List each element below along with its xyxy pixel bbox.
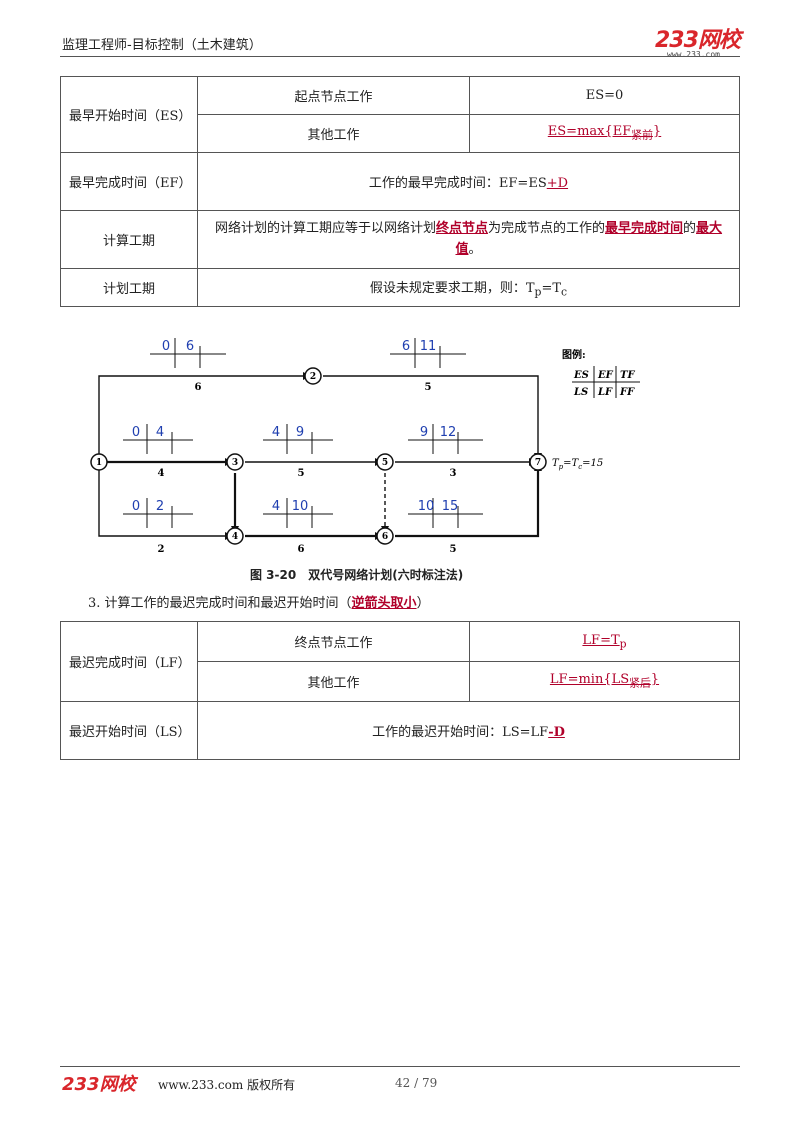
node-2-label: 2 bbox=[310, 372, 316, 382]
ef-6-7: 15 bbox=[442, 499, 459, 514]
node-1 bbox=[90, 453, 108, 471]
es-4-6: 4 bbox=[272, 499, 280, 514]
es-start-value: ES=0 bbox=[469, 76, 740, 115]
header-title: 监理工程师-目标控制（土木建筑） bbox=[62, 38, 262, 53]
ef-3-5: 9 bbox=[296, 425, 304, 440]
dur-2-7: 5 bbox=[425, 382, 432, 393]
node-6 bbox=[376, 527, 394, 545]
ls-label: 最迟开始时间（LS） bbox=[60, 701, 198, 760]
ef-5-7: 12 bbox=[440, 425, 457, 440]
late-times-table: 最迟完成时间（LF） 终点节点工作 LF=Tp 其他工作 LF=min{LS紧后… bbox=[60, 621, 740, 760]
ef-1-2: 6 bbox=[186, 339, 194, 354]
ef-label: 最早完成时间（EF） bbox=[60, 152, 198, 211]
node-3 bbox=[226, 453, 244, 471]
early-times-table: 最早开始时间（ES） 起点节点工作 ES=0 其他工作 ES=max{EF紧前}… bbox=[60, 76, 740, 307]
legend-tf: TF bbox=[620, 370, 635, 381]
tc-label: 计算工期 bbox=[60, 210, 198, 269]
footer-site[interactable]: www.233.com 版权所有 bbox=[158, 1078, 296, 1092]
dur-6-7: 5 bbox=[450, 544, 457, 555]
dur-1-4: 2 bbox=[158, 544, 165, 555]
network-diagram: 1 2 3 4 5 6 7 6 5 4 5 3 2 6 5 0 6 6 11 0… bbox=[90, 338, 640, 555]
node-3-label: 3 bbox=[232, 458, 238, 468]
es-1-3: 0 bbox=[132, 425, 140, 440]
tp-text: 假设未规定要求工期，则：Tp=Tc bbox=[197, 268, 740, 307]
legend-ff: FF bbox=[619, 387, 635, 398]
node-2 bbox=[304, 367, 322, 385]
node-1-label: 1 bbox=[96, 458, 102, 468]
es-1-4: 0 bbox=[132, 499, 140, 514]
legend-es: ES bbox=[573, 370, 589, 381]
node-5 bbox=[376, 453, 394, 471]
ls-formula: 工作的最迟开始时间：LS=LF-D bbox=[197, 701, 740, 760]
footer-logo[interactable]: 233网校 bbox=[62, 1074, 136, 1095]
es-1-2: 0 bbox=[162, 339, 170, 354]
dur-4-6: 6 bbox=[298, 544, 305, 555]
ef-formula: 工作的最早完成时间：EF=ES+D bbox=[197, 152, 740, 211]
node-6-label: 6 bbox=[382, 532, 388, 542]
node-4 bbox=[226, 527, 244, 545]
node-7-label: 7 bbox=[535, 458, 541, 468]
ef-1-4: 2 bbox=[156, 499, 164, 514]
node-5-label: 5 bbox=[382, 458, 388, 468]
lf-end-node: 终点节点工作 bbox=[197, 621, 470, 662]
es-other-value: ES=max{EF紧前} bbox=[469, 114, 740, 153]
tp-label: 计划工期 bbox=[60, 268, 198, 307]
node-7 bbox=[529, 453, 547, 471]
es-other: 其他工作 bbox=[197, 114, 470, 153]
legend-lf: LF bbox=[597, 387, 613, 398]
figure-caption: 图 3-20 双代号网络计划(六时标注法) bbox=[250, 568, 464, 582]
ef-4-6: 10 bbox=[292, 499, 309, 514]
logo-url: www.233.com bbox=[667, 50, 720, 59]
node-4-label: 4 bbox=[232, 532, 238, 542]
lf-other: 其他工作 bbox=[197, 661, 470, 702]
dur-1-3: 4 bbox=[158, 468, 165, 479]
lf-other-value: LF=min{LS紧后} bbox=[469, 661, 740, 702]
dur-3-5: 5 bbox=[298, 468, 305, 479]
es-6-7: 10 bbox=[418, 499, 435, 514]
legend-ef: EF bbox=[597, 370, 614, 381]
footer-divider bbox=[60, 1066, 740, 1067]
lf-end-value: LF=Tp bbox=[469, 621, 740, 662]
legend-ls: LS bbox=[573, 387, 588, 398]
es-2-7: 6 bbox=[402, 339, 410, 354]
legend-grid bbox=[572, 366, 640, 398]
page-number: 42 / 79 bbox=[395, 1076, 438, 1090]
legend-title: 图例: bbox=[562, 348, 586, 361]
es-3-5: 4 bbox=[272, 425, 280, 440]
brand-logo[interactable]: 233网校 www.233.com bbox=[655, 22, 741, 59]
ef-2-7: 11 bbox=[420, 339, 437, 354]
section-3-heading: 3. 计算工作的最迟完成时间和最迟开始时间（逆箭头取小） bbox=[88, 596, 430, 611]
dur-5-7: 3 bbox=[450, 468, 457, 479]
dur-1-2: 6 bbox=[195, 382, 202, 393]
es-label: 最早开始时间（ES） bbox=[60, 76, 198, 153]
header-divider bbox=[60, 56, 740, 57]
lf-label: 最迟完成时间（LF） bbox=[60, 621, 198, 702]
tc-text: 网络计划的计算工期应等于以网络计划终点节点为完成节点的工作的最早完成时间的最大值… bbox=[197, 210, 740, 269]
es-5-7: 9 bbox=[420, 425, 428, 440]
logo-text: 233网校 bbox=[655, 28, 741, 53]
es-start-node: 起点节点工作 bbox=[197, 76, 470, 115]
ef-1-3: 4 bbox=[156, 425, 164, 440]
tp-equals-tc: Tp=Tc=15 bbox=[552, 458, 603, 471]
